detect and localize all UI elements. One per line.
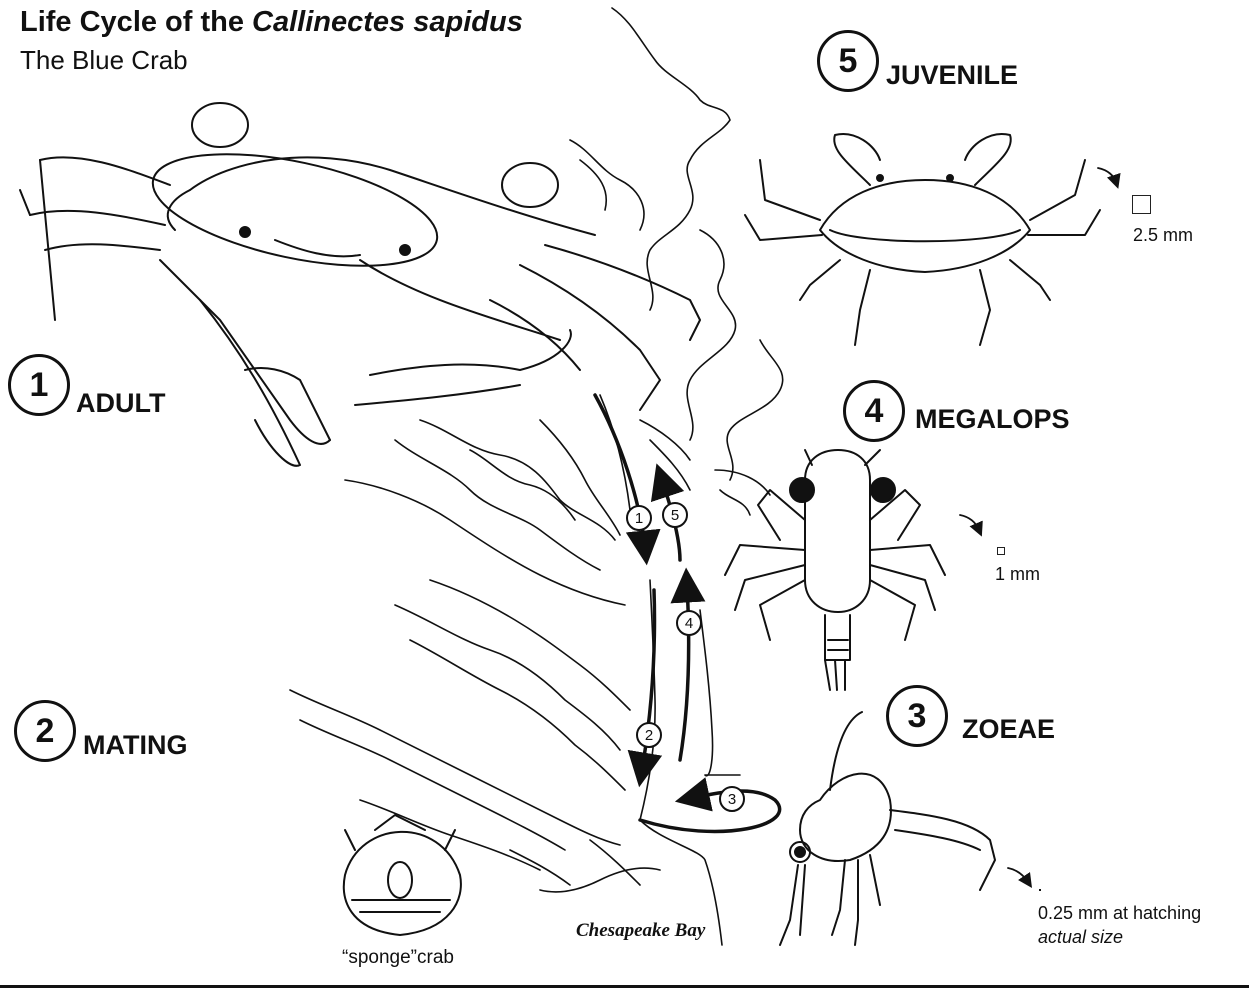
scale-text-zoeae-note: actual size [1038, 927, 1123, 948]
cycle-marker-4: 4 [676, 610, 702, 636]
scale-box-megalops [997, 547, 1005, 555]
stage-number-3: 3 [886, 685, 948, 747]
cycle-marker-2: 2 [636, 722, 662, 748]
stage-label-adult: ADULT [76, 388, 165, 419]
scale-text-juvenile: 2.5 mm [1133, 225, 1193, 246]
scale-text-megalops: 1 mm [995, 564, 1040, 585]
stage-label-zoeae: ZOEAE [962, 714, 1055, 745]
cycle-marker-5: 5 [662, 502, 688, 528]
stage-number-5: 5 [817, 30, 879, 92]
scale-arrows [960, 168, 1116, 882]
bottom-divider [0, 985, 1249, 988]
cycle-marker-3: 3 [719, 786, 745, 812]
scale-dot-zoeae [1039, 889, 1041, 891]
stage-label-juvenile: JUVENILE [886, 60, 1018, 91]
sponge-crab-caption: “sponge”crab [342, 947, 454, 969]
stage-label-mating: MATING [83, 730, 187, 761]
cycle-marker-1: 1 [626, 505, 652, 531]
stage-number-4: 4 [843, 380, 905, 442]
juvenile-crab-illustration [745, 134, 1100, 345]
scale-box-juvenile [1132, 195, 1151, 214]
chesapeake-bay-map [290, 8, 783, 945]
stage-label-megalops: MEGALOPS [915, 404, 1070, 435]
zoea-illustration [780, 712, 995, 945]
stage-number-1: 1 [8, 354, 70, 416]
megalops-illustration [725, 450, 945, 690]
map-label-chesapeake-bay: Chesapeake Bay [576, 920, 705, 942]
stage-number-2: 2 [14, 700, 76, 762]
scale-text-zoeae: 0.25 mm at hatching [1038, 903, 1201, 924]
